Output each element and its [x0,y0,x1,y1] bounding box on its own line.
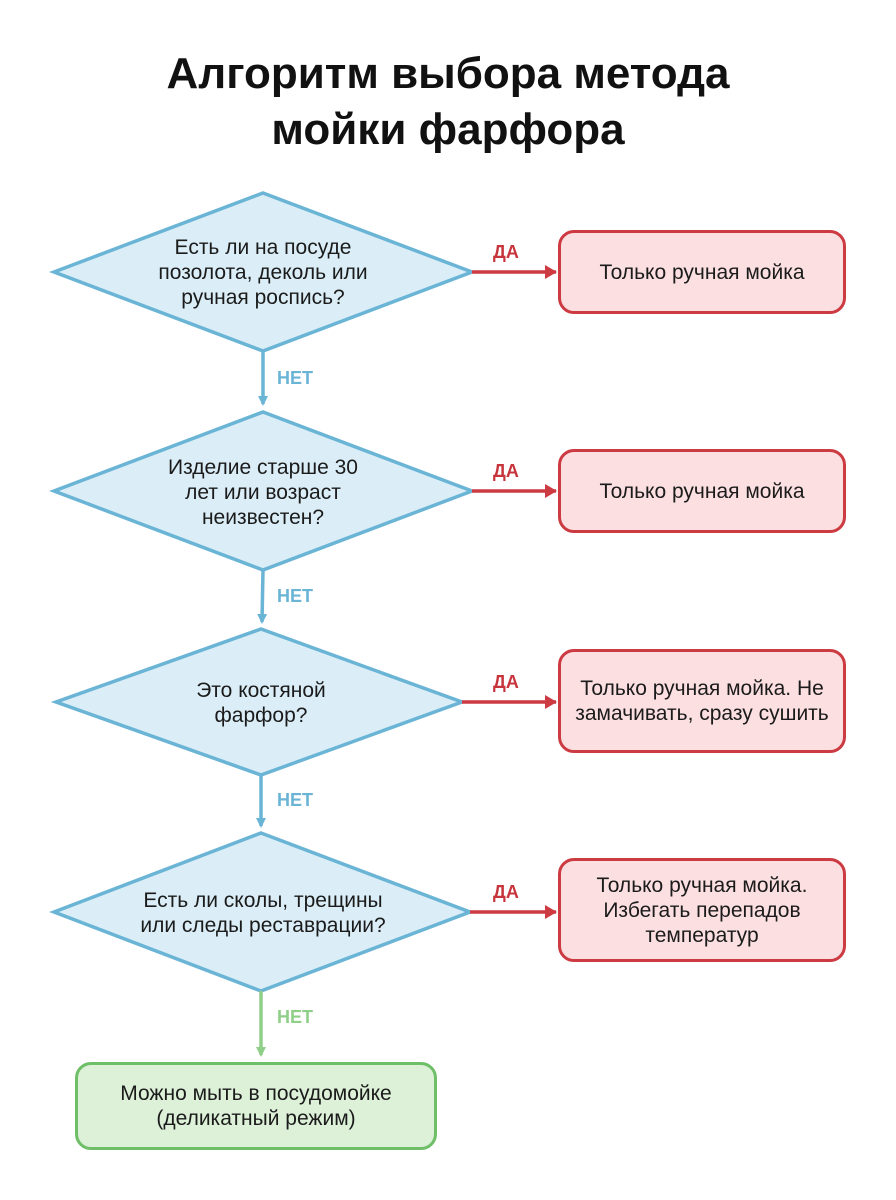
yes-label-4: ДА [493,882,519,902]
no-arrow-2 [257,569,268,624]
result-text-3: Только ручная мойка. Не замачивать, сраз… [575,677,829,725]
yes-label-1: ДА [493,242,519,262]
yes-label-3: ДА [493,672,519,692]
final-result-box: Можно мыть в посудомойке (деликатный реж… [75,1062,437,1150]
page-title: Алгоритм выбора метода мойки фарфора [0,46,896,158]
decision-text-4: Есть ли сколы, трещины или следы реставр… [140,889,386,937]
title-line-2: мойки фарфора [271,105,625,154]
final-result-text: Можно мыть в посудомойке (деликатный реж… [120,1082,392,1130]
result-box-2: Только ручная мойка [558,449,846,533]
result-box-4: Только ручная мойка. Избегать перепадов … [558,858,846,962]
title-line-1: Алгоритм выбора метода [166,49,730,98]
no-label-1: НЕТ [277,368,313,388]
yes-label-2: ДА [493,461,519,481]
no-label-3: НЕТ [277,790,313,810]
no-label-2: НЕТ [277,586,313,606]
result-text-2: Только ручная мойка [599,479,805,503]
result-text-1: Только ручная мойка [599,260,805,284]
result-box-1: Только ручная мойка [558,230,846,314]
decision-text-3: Это костяной фарфор? [196,679,326,727]
result-box-3: Только ручная мойка. Не замачивать, сраз… [558,649,846,753]
no-label-final: НЕТ [277,1007,313,1027]
result-text-4: Только ручная мойка. Избегать перепадов … [596,873,808,947]
decision-text-1: Есть ли на посуде позолота, деколь или р… [158,235,368,309]
decision-text-2: Изделие старше 30 лет или возраст неизве… [168,455,358,529]
